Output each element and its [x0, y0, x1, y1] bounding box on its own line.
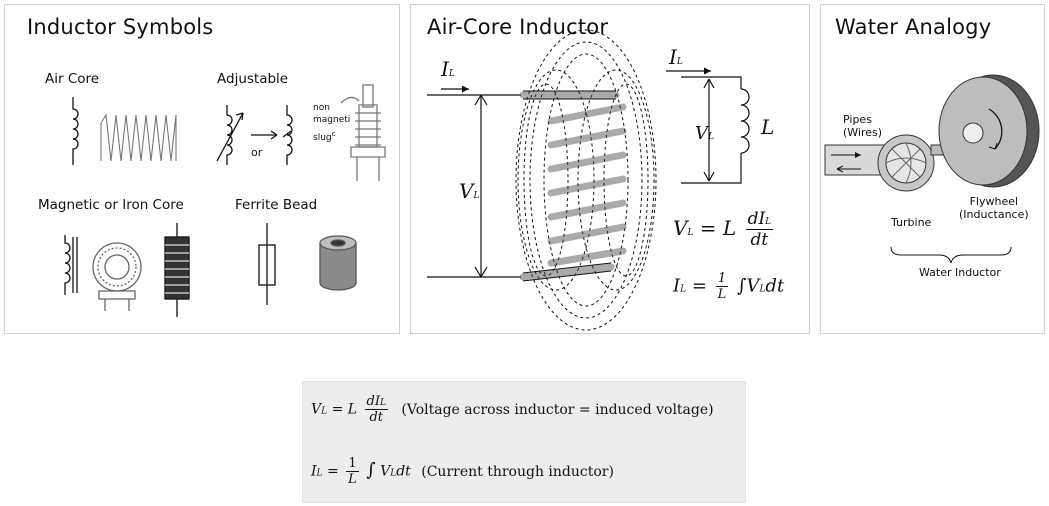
- eq2-integral: ∫: [366, 459, 376, 481]
- eq2-var: V: [380, 463, 391, 480]
- eq2-lhs-sub: L: [316, 468, 323, 479]
- voltage-label-v: V: [459, 179, 474, 203]
- schematic-v: V: [695, 123, 708, 144]
- air-core-drawing: [427, 29, 750, 331]
- adjustable-symbol-icon: [216, 105, 244, 165]
- peq1-den: dt: [750, 230, 769, 250]
- symbols-drawings: [64, 84, 386, 317]
- water-drawing: [824, 74, 1040, 264]
- field-lines-icon: [515, 29, 657, 331]
- voltage-label: VL: [459, 179, 479, 203]
- schematic-current-label: IL: [669, 45, 683, 69]
- eq1-lhs: V: [311, 401, 322, 418]
- pipes-label: Pipes(Wires): [843, 113, 882, 139]
- label-ferrite-bead: Ferrite Bead: [235, 197, 318, 213]
- slug-coil-icon: [340, 84, 386, 181]
- water-analogy-panel: Water Analogy Pipes(Wires) Flywheel(Indu…: [820, 4, 1045, 334]
- peq1-eq: = L: [699, 216, 737, 240]
- eq2-var-sub: L: [390, 468, 397, 479]
- current-label-i: I: [441, 57, 449, 81]
- schematic-i: I: [669, 45, 677, 69]
- eq2-den: L: [348, 472, 357, 487]
- ferrite-bead-symbol-icon: [258, 223, 276, 305]
- current-label: IL: [441, 57, 455, 81]
- adjust-arrow-icon: [251, 130, 278, 140]
- eq2-eq: =: [326, 463, 339, 480]
- peq2-den: L: [717, 287, 727, 302]
- peq1-lhs-sub: L: [687, 228, 694, 238]
- iron-core-coil-icon: [164, 223, 190, 317]
- toroid-icon: [92, 242, 142, 311]
- magnetic-core-symbol-icon: [64, 235, 78, 295]
- label-slug-3: slugc: [313, 129, 335, 144]
- label-magnetic-core: Magnetic or Iron Core: [38, 197, 184, 213]
- air-core-coil-icon: [100, 113, 177, 162]
- coil-turns-icon: [519, 91, 627, 281]
- label-air-core: Air Core: [45, 71, 100, 87]
- panel-title-symbols: Inductor Symbols: [27, 15, 214, 39]
- slug-sup: c: [331, 130, 336, 138]
- eq2-tail: dt: [396, 463, 411, 480]
- peq2-integral: ∫V: [737, 275, 760, 297]
- peq1-lhs: V: [673, 216, 688, 240]
- label-adjustable: Adjustable: [217, 71, 289, 87]
- current-label-sub: L: [448, 69, 455, 79]
- pipes-label-2: (Wires): [843, 126, 883, 139]
- flywheel-label: Flywheel(Inductance): [959, 195, 1029, 221]
- schematic-top-wire: [681, 76, 742, 89]
- water-inductor-label: Water Inductor: [919, 266, 1001, 279]
- eq1-note: (Voltage across inductor = induced volta…: [401, 401, 714, 418]
- turbine-label: Turbine: [891, 216, 932, 229]
- peq2-num: 1: [715, 271, 729, 287]
- coil-outline-icon: [522, 90, 616, 282]
- schematic-voltage-label: VL: [695, 123, 714, 144]
- slug-word: slug: [313, 133, 332, 143]
- flywheel-label-1: Flywheel: [969, 195, 1019, 208]
- peq2-lhs: I: [673, 275, 681, 297]
- eq2-lhs: I: [311, 463, 317, 480]
- peq2-eq: =: [691, 275, 707, 297]
- eq1-eq: = L: [331, 401, 358, 418]
- air-core-symbol-icon: [72, 97, 79, 165]
- label-or: or: [251, 146, 263, 159]
- schematic-l-label: L: [761, 115, 775, 139]
- eq1-num-sub: L: [379, 398, 386, 408]
- label-slug-1: non: [313, 103, 330, 113]
- panel-title-water: Water Analogy: [835, 15, 992, 39]
- adjustable-symbol-2-icon: [282, 105, 293, 165]
- peq1-num: dI: [747, 209, 766, 229]
- flywheel-label-2: (Inductance): [959, 208, 1029, 221]
- peq2-lhs-sub: L: [680, 284, 687, 295]
- panel-title-air-core: Air-Core Inductor: [427, 15, 609, 39]
- eq1-lhs-sub: L: [321, 406, 328, 417]
- eq1-den: dt: [369, 410, 383, 425]
- schematic-inductor-icon: [740, 88, 750, 154]
- eq2-note: (Current through inductor): [421, 463, 614, 480]
- pipes-label-1: Pipes: [843, 113, 872, 126]
- peq1-num-sub: L: [765, 217, 772, 227]
- label-slug-2: magneti: [313, 115, 351, 125]
- peq2-int-sub: L: [759, 284, 766, 295]
- inductor-symbols-panel: Inductor Symbols Air Core Adjustable Mag…: [4, 4, 400, 334]
- eq1-num: dI: [366, 394, 380, 409]
- schematic-v-sub: L: [708, 132, 714, 142]
- ferrite-bead-icon: [319, 235, 357, 291]
- schematic-i-sub: L: [676, 57, 683, 67]
- eq2-num: 1: [346, 456, 359, 472]
- air-core-inductor-panel: Air-Core Inductor: [410, 4, 810, 334]
- peq2-tail: dt: [765, 275, 785, 297]
- voltage-label-sub: L: [473, 191, 480, 201]
